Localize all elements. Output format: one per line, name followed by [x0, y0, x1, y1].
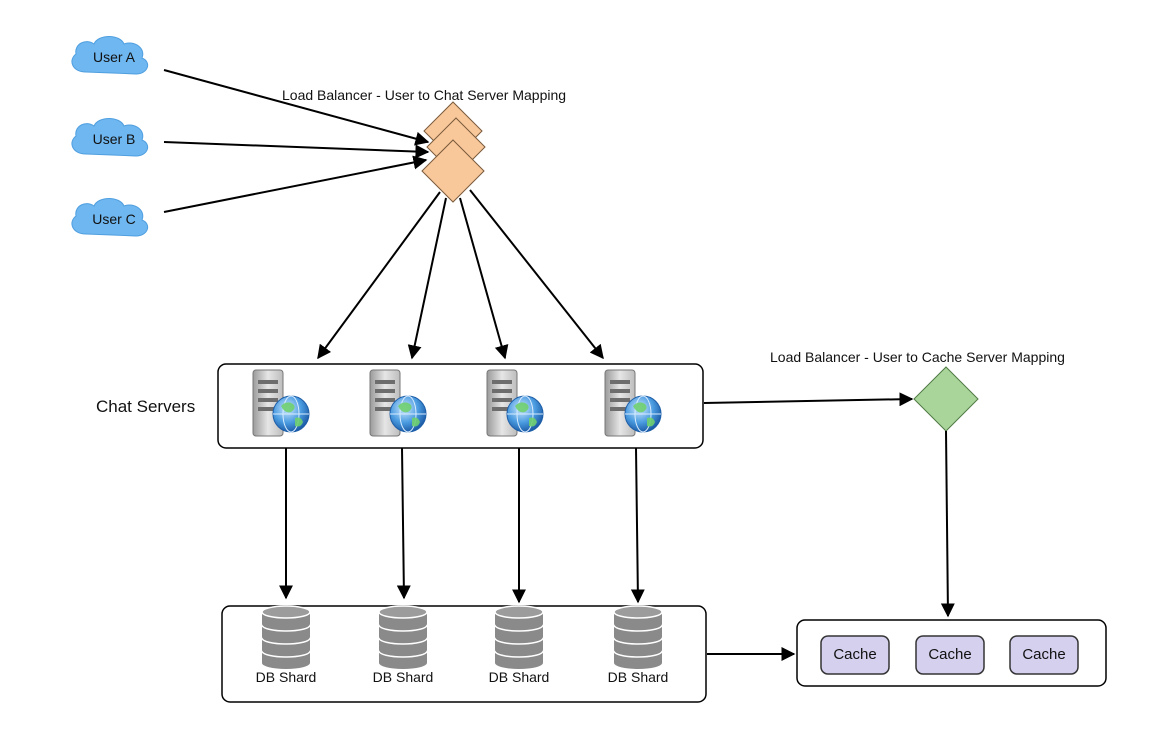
chat-servers-container	[217, 363, 704, 449]
db-shard-label: DB Shard	[256, 669, 317, 685]
arrow-user-c-to-lb	[163, 155, 428, 213]
db-shards-container	[221, 605, 707, 703]
database-icon	[378, 605, 428, 669]
arrow-cache-lb-to-cache	[940, 430, 955, 618]
user-b-cloud: User B	[71, 118, 149, 157]
database-icon	[613, 605, 663, 669]
db-shard-label: DB Shard	[373, 669, 434, 685]
db-shard: DB Shard	[373, 605, 434, 685]
arrow-lb-to-server-1	[317, 191, 441, 360]
database-icon	[261, 605, 311, 669]
chat-servers-label: Chat Servers	[96, 397, 195, 416]
cache-label: Cache	[928, 646, 971, 663]
arrow-server-4-to-db	[630, 447, 645, 604]
chat-server-icon	[252, 369, 310, 437]
user-a-label: User A	[93, 49, 136, 65]
db-shard: DB Shard	[608, 605, 669, 685]
chat-server-icon	[369, 369, 427, 437]
globe-icon	[272, 395, 310, 433]
db-shard: DB Shard	[256, 605, 317, 685]
arrow-user-a-to-lb	[163, 69, 430, 146]
arrow-lb-to-server-3	[459, 197, 509, 360]
user-c-label: User C	[92, 211, 136, 227]
db-shard-label: DB Shard	[489, 669, 550, 685]
arrow-server-2-to-db	[396, 447, 411, 600]
arrow-user-b-to-lb	[163, 141, 430, 159]
database-icon	[494, 605, 544, 669]
load-balancer-diamond	[421, 139, 485, 203]
user-a-cloud: User A	[71, 36, 149, 75]
load-balancer-chat-label: Load Balancer - User to Chat Server Mapp…	[282, 87, 566, 103]
arrow-lb-to-server-2	[407, 197, 447, 360]
cache-label: Cache	[833, 646, 876, 663]
cache-node: Cache	[1009, 635, 1079, 675]
globe-icon	[389, 395, 427, 433]
chat-server-icon	[604, 369, 662, 437]
globe-icon	[506, 395, 544, 433]
cache-label: Cache	[1022, 646, 1065, 663]
load-balancer-cache-label: Load Balancer - User to Cache Server Map…	[770, 349, 1065, 365]
user-c-cloud: User C	[71, 198, 149, 237]
user-b-label: User B	[93, 131, 136, 147]
arrow-lb-to-server-4	[469, 189, 604, 360]
cache-node: Cache	[820, 635, 890, 675]
load-balancer-cache-diamond	[913, 366, 979, 432]
chat-server-icon	[486, 369, 544, 437]
db-shard-label: DB Shard	[608, 669, 669, 685]
arrow-servers-to-cache-lb	[703, 392, 914, 407]
load-balancer-chat-diamonds	[421, 101, 486, 203]
db-shard: DB Shard	[489, 605, 550, 685]
cache-node: Cache	[915, 635, 985, 675]
globe-icon	[624, 395, 662, 433]
